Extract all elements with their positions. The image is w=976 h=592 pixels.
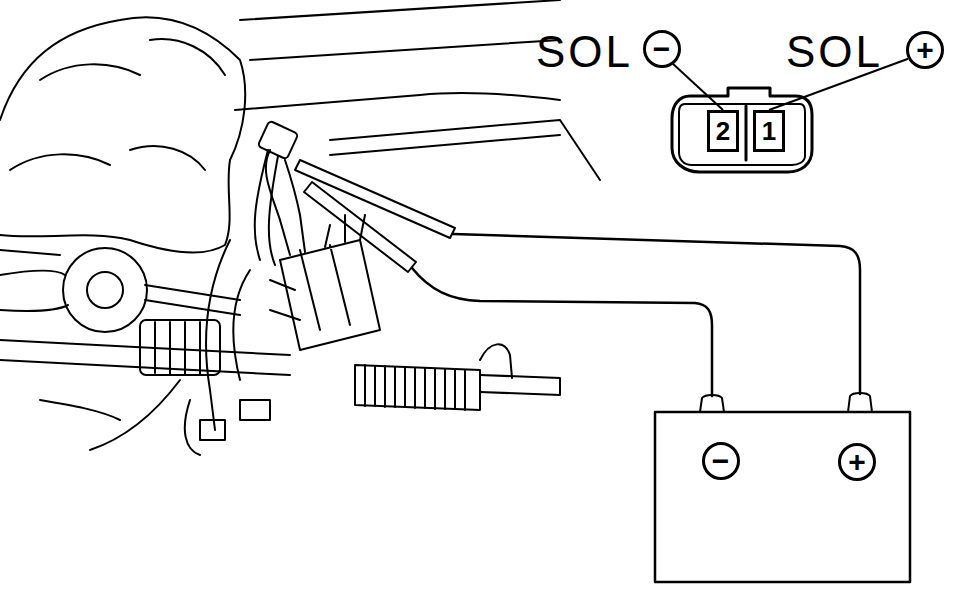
- node-text: 1: [762, 118, 776, 144]
- battery-case: [655, 412, 910, 582]
- battery-terminal-positive: [848, 393, 872, 412]
- harness-connector: [258, 121, 299, 160]
- node-text: −: [712, 446, 730, 476]
- hoses: [40, 150, 300, 455]
- rack-tube: [0, 340, 560, 395]
- signal-label: SOL: [536, 30, 633, 74]
- minus-circle: −: [643, 30, 681, 68]
- wire-positive: [453, 234, 860, 394]
- connector-divider: [745, 106, 748, 160]
- battery-terminal-negative: [700, 395, 724, 412]
- probe-positive: [295, 160, 455, 238]
- arm: [0, 270, 240, 315]
- node-text: +: [848, 447, 866, 477]
- pin-box: 1: [753, 110, 785, 152]
- ball-joint-inner: [87, 272, 123, 308]
- pin-box: 2: [707, 110, 739, 152]
- minus-circle: −: [702, 442, 740, 480]
- housing: [235, 0, 560, 110]
- plus-circle: +: [838, 443, 876, 481]
- node-text: +: [916, 35, 934, 65]
- tie-rod-end: [480, 344, 512, 378]
- plus-circle: +: [906, 31, 944, 69]
- node-text: 2: [716, 118, 730, 144]
- engine-block: [0, 17, 245, 252]
- wire-negative: [412, 268, 712, 396]
- valve-body: [280, 240, 380, 350]
- rack-end-ribs: [155, 322, 200, 375]
- bellows: [355, 365, 480, 410]
- probe-negative: [304, 182, 416, 272]
- ball-joint: [63, 248, 147, 332]
- harness: [255, 150, 278, 265]
- signal-label: SOL: [786, 30, 883, 74]
- connector-inner: [679, 104, 805, 165]
- engine-detail: [10, 39, 225, 170]
- fittings: [270, 215, 365, 320]
- clamps: [200, 400, 270, 440]
- leader-line: [673, 64, 723, 110]
- connector-housing: [672, 88, 812, 172]
- node-text: −: [653, 34, 671, 64]
- bellows-ribs: [365, 365, 465, 410]
